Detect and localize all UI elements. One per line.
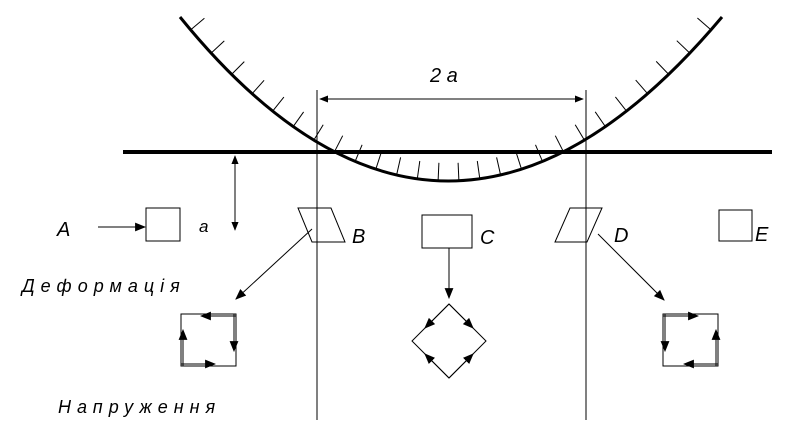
hatch-tick bbox=[251, 79, 265, 95]
hatch-tick bbox=[574, 124, 585, 141]
hatch-tick bbox=[697, 17, 712, 31]
hatch-tick bbox=[496, 157, 502, 176]
deformation-label: Деформація bbox=[20, 276, 186, 296]
hatch-tick bbox=[437, 162, 440, 181]
point-c-label: C bbox=[480, 227, 495, 249]
stress-label: Напруження bbox=[58, 397, 221, 417]
stress-element-c bbox=[411, 303, 487, 379]
depth-label: a bbox=[199, 217, 208, 236]
indenter-hatching bbox=[190, 17, 712, 181]
hatch-tick bbox=[416, 160, 421, 179]
hatch-tick bbox=[476, 160, 481, 179]
hatch-tick bbox=[272, 96, 285, 112]
stress-element-d bbox=[660, 311, 721, 369]
hatch-tick bbox=[515, 151, 522, 170]
hatch-tick bbox=[635, 79, 648, 95]
point-b-label: B bbox=[352, 226, 365, 248]
hatch-tick bbox=[655, 61, 670, 75]
point-a-label: A bbox=[56, 219, 70, 241]
element-d bbox=[554, 207, 603, 243]
hatch-tick bbox=[676, 40, 691, 54]
hatch-tick bbox=[457, 162, 460, 181]
d-to-stress-arrow bbox=[597, 233, 665, 301]
point-d-label: D bbox=[614, 225, 628, 247]
indenter-arc bbox=[178, 16, 724, 183]
hatch-tick bbox=[375, 151, 382, 170]
hatch-tick bbox=[190, 17, 205, 31]
hatch-tick bbox=[594, 111, 606, 127]
element-c bbox=[421, 214, 473, 249]
contact-width-label: 2 a bbox=[429, 65, 458, 87]
hatch-tick bbox=[292, 111, 305, 127]
hatch-tick bbox=[615, 96, 627, 112]
point-e-label: E bbox=[755, 224, 769, 246]
element-a bbox=[145, 207, 181, 242]
hatch-tick bbox=[396, 157, 402, 176]
hatch-tick bbox=[231, 61, 245, 75]
hatch-tick bbox=[313, 124, 324, 141]
stress-element-b bbox=[178, 311, 239, 369]
b-to-stress-arrow bbox=[235, 228, 313, 300]
element-b bbox=[297, 207, 346, 243]
hatch-tick bbox=[554, 135, 564, 152]
hatch-tick bbox=[210, 40, 225, 54]
hatch-tick bbox=[334, 135, 344, 152]
element-e bbox=[718, 209, 753, 242]
